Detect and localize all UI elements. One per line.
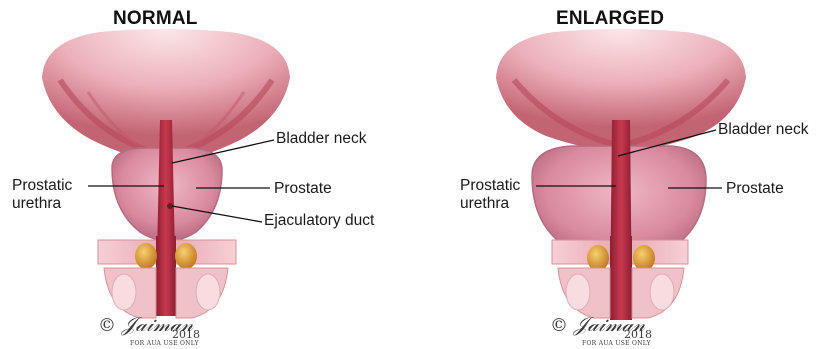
- label-enlarged-prostatic-urethra: Prostatic urethra: [460, 177, 550, 213]
- normal-gland-right: [175, 243, 197, 269]
- label-normal-prostate: Prostate: [274, 180, 332, 198]
- normal-gland-left: [135, 243, 157, 269]
- panel-title-normal: NORMAL: [113, 8, 198, 30]
- label-normal-bladder-neck: Bladder neck: [276, 130, 366, 148]
- label-enlarged-bladder-neck: Bladder neck: [718, 121, 808, 139]
- normal-anatomy: [42, 29, 290, 318]
- signature-note-normal: FOR AUA USE ONLY: [130, 340, 199, 347]
- label-normal-prostatic-urethra: Prostatic urethra: [12, 177, 102, 213]
- panel-title-enlarged: ENLARGED: [556, 8, 664, 30]
- label-enlarged-prostate: Prostate: [726, 180, 784, 198]
- label-normal-ejaculatory-duct: Ejaculatory duct: [264, 212, 374, 230]
- enlarged-gland-right: [633, 245, 655, 271]
- enlarged-anatomy: [496, 29, 746, 320]
- signature-note-enlarged: FOR AUA USE ONLY: [582, 340, 651, 347]
- copyright-icon: ©: [98, 315, 116, 336]
- copyright-icon: ©: [550, 315, 568, 336]
- enlarged-gland-left: [587, 245, 609, 271]
